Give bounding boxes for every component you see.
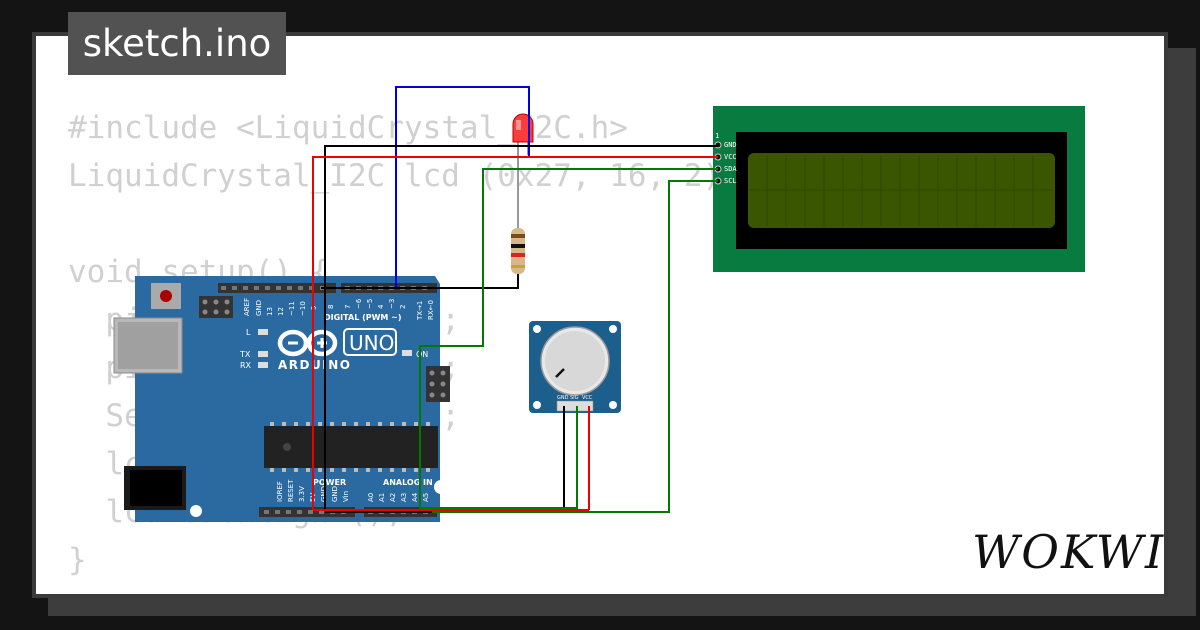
analog-section-label: ANALOG IN [383,478,433,487]
analog-pin-label: A2 [389,493,397,502]
digital-pin-label: 2 [399,305,407,309]
digital-pin-label: ~11 [288,301,296,316]
code-line: #include <LiquidCrystal_I2C.h> [68,110,628,146]
wire-black-resistor[interactable] [321,274,519,289]
digital-pin-label: 13 [266,307,274,316]
code-line: void loop() { [68,584,740,594]
digital-pin-label: TX→1 [416,301,424,321]
led-tx [258,351,268,357]
wire-blue-led[interactable] [395,86,530,287]
digital-pin-label: 4 [377,304,385,309]
analog-pin-label: A3 [400,493,408,502]
lcd-pin-label: SDA [724,165,737,173]
power-header[interactable] [259,507,355,517]
led-label-tx: TX [239,350,251,359]
pot-knob-indicator [555,368,565,378]
mount-hole [190,505,202,517]
led-l [258,329,268,335]
digital-section-label: DIGITAL (PWM ~) [324,313,402,322]
led-label-rx: RX [240,361,252,370]
led-label-on: ON [416,350,428,359]
power-pin-label: IOREF [276,481,284,502]
arduino-brand-text: ARDUINO [278,358,351,372]
arduino-uno-board[interactable]: L TX RX ON ARDUINO UNO [113,276,450,522]
arduino-model-text: UNO [349,331,394,355]
atmega-chip [264,422,438,472]
digital-pin-label: ~10 [299,301,307,316]
analog-pin-label: A1 [378,493,386,502]
power-pin-label: GND [331,486,339,502]
lcd-pin1-label: 1 [715,132,719,140]
power-section-label: POWER [313,478,346,487]
sketch-tab-title[interactable]: sketch.ino [68,12,286,75]
icsp2-header [426,366,450,402]
analog-pin-label: A0 [367,493,375,502]
wokwi-logo: WOKWI [972,525,1166,579]
code-line: } [68,542,87,578]
resistor[interactable] [511,150,525,288]
pot-pin-label: SIG [570,395,579,401]
digital-pin-label: GND [255,300,263,316]
pot-pin-label: GND [557,395,569,401]
digital-pin-label: 7 [344,305,352,309]
digital-pin-label: RX←0 [427,300,435,320]
analog-pin-label: A4 [411,492,419,502]
code-line: LiquidCrystal_I2C lcd (0x27, 16, 2); [68,158,740,194]
uno-badge [343,328,397,356]
wire-red-vcc[interactable] [312,156,718,511]
wire-green-pot-sig[interactable] [420,406,578,509]
lcd-character-grid [750,156,1053,226]
digital-pin-label: 12 [277,307,285,316]
lcd-pin-label: GND [724,141,737,149]
led-rx [258,362,268,368]
lcd-pin-label: VCC [724,153,737,161]
power-pin-label: 3.3V [298,486,306,502]
mount-hole [434,480,448,494]
icsp-header [199,296,233,318]
digital-pin-label: ~5 [366,299,374,309]
potentiometer[interactable]: GND SIG VCC [529,321,621,413]
power-jack [124,466,186,510]
wire-green-scl[interactable] [432,180,718,513]
led-label-l: L [246,328,251,337]
digital-pin-label: 8 [327,305,335,309]
led-on [402,350,412,356]
arduino-logo-icon [277,329,338,357]
reset-button[interactable] [151,283,181,309]
digital-pin-label: ~6 [355,298,363,309]
pot-pin-label: VCC [582,395,593,401]
analog-pin-label: A5 [422,493,430,502]
digital-pin-label: AREF [243,298,251,316]
power-pin-label: RESET [287,479,295,502]
power-pin-label: Vin [342,491,350,502]
lcd-display[interactable]: 1 GND VCC SDA SCL [713,106,1085,272]
lcd-pin-label: SCL [724,177,737,185]
digital-pin-label: ~3 [388,299,396,309]
usb-connector-inner [118,322,178,369]
wire-green-sda[interactable] [419,168,718,510]
